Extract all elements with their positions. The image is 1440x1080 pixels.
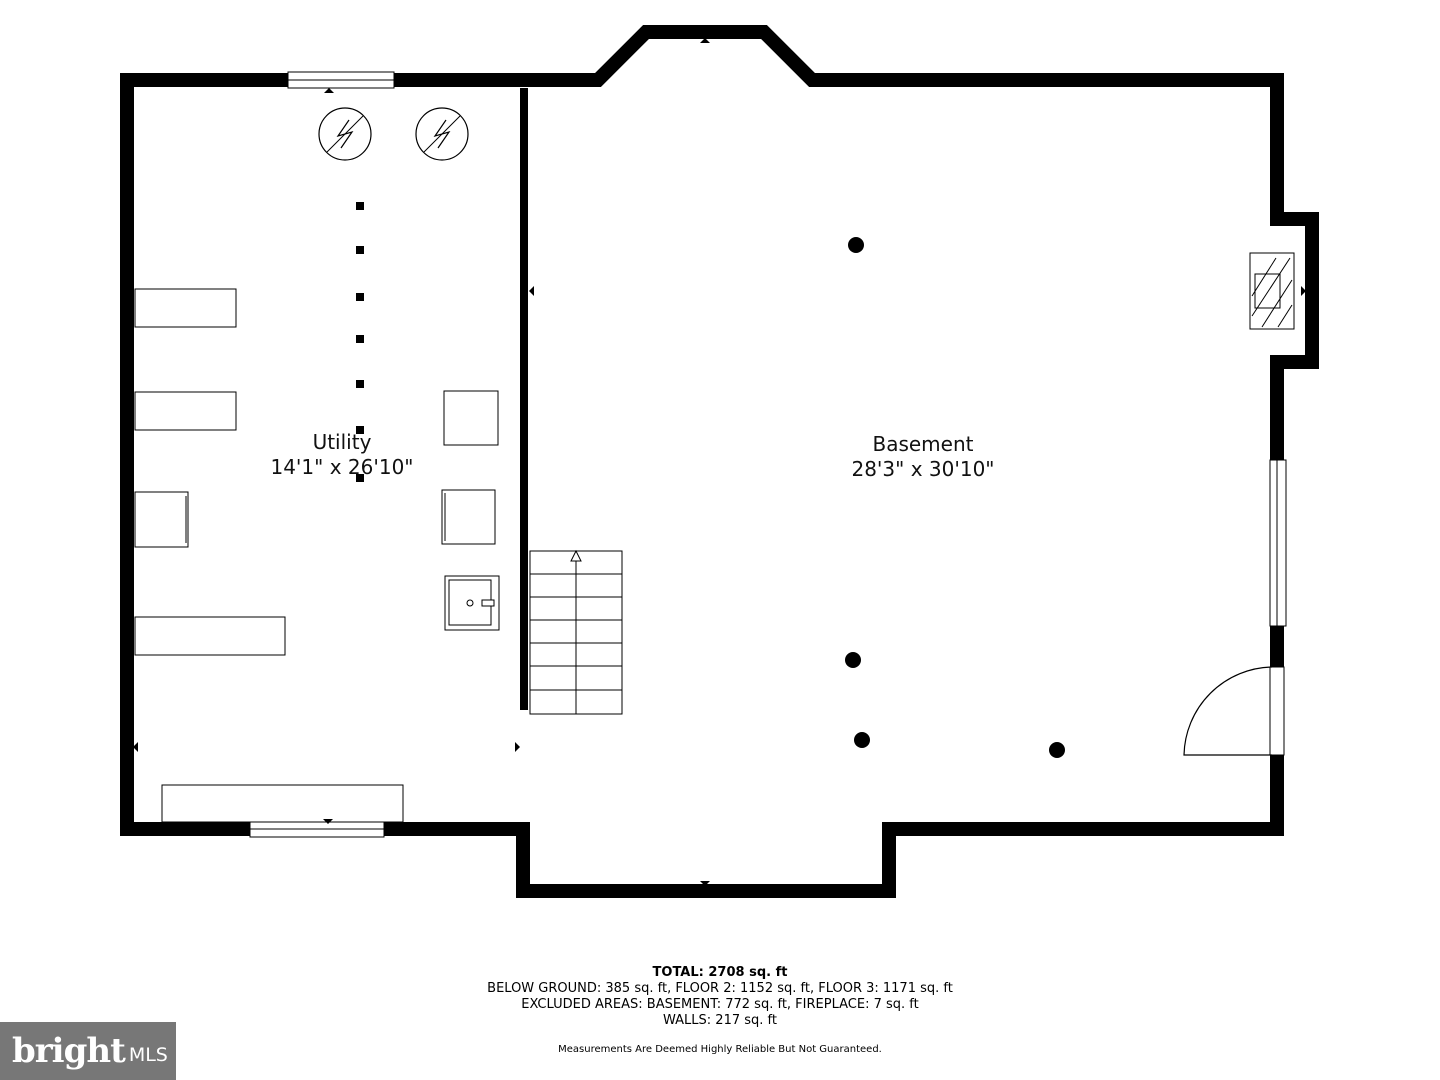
wall-area: WALLS: 217 sq. ft bbox=[663, 1013, 777, 1028]
wall-markers bbox=[133, 38, 1306, 886]
sink-icon bbox=[444, 575, 500, 631]
excluded-areas: EXCLUDED AREAS: BASEMENT: 772 sq. ft, FI… bbox=[521, 997, 919, 1012]
water-heater-icon bbox=[415, 107, 469, 161]
floor-plan: Utility 14'1" x 26'10" Basement 28'3" x … bbox=[120, 25, 1319, 898]
room-size-basement: 28'3" x 30'10" bbox=[851, 457, 994, 481]
water-heater-icon bbox=[318, 107, 372, 161]
bright-mls-logo: bright MLS bbox=[0, 1022, 176, 1080]
staircase bbox=[529, 549, 623, 715]
utility-fixtures bbox=[134, 288, 499, 823]
disclaimer: Measurements Are Deemed Highly Reliable … bbox=[558, 1044, 882, 1055]
logo-brand: bright bbox=[12, 1031, 126, 1071]
door bbox=[1183, 666, 1285, 756]
support-posts bbox=[356, 202, 364, 482]
room-size-utility: 14'1" x 26'10" bbox=[270, 455, 413, 479]
support-columns bbox=[845, 237, 1065, 758]
logo-mls: MLS bbox=[128, 1044, 168, 1066]
total-area: TOTAL: 2708 sq. ft bbox=[652, 965, 788, 980]
room-name-basement: Basement bbox=[872, 432, 973, 456]
area-summary: TOTAL: 2708 sq. ft BELOW GROUND: 385 sq.… bbox=[0, 965, 1440, 1029]
floor-areas: BELOW GROUND: 385 sq. ft, FLOOR 2: 1152 … bbox=[487, 981, 953, 996]
room-name-utility: Utility bbox=[313, 430, 372, 454]
window-top bbox=[287, 71, 395, 89]
window-bottom bbox=[249, 820, 385, 838]
fireplace bbox=[1249, 252, 1295, 330]
exterior-wall bbox=[120, 25, 1319, 898]
window-right bbox=[1269, 459, 1287, 627]
